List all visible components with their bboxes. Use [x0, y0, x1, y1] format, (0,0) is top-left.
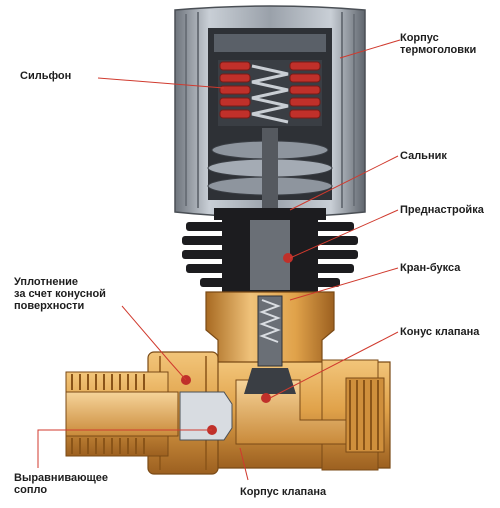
valve-body	[65, 291, 391, 475]
label-kran-buksa: Кран-букса	[400, 262, 461, 274]
label-prednastroyka: Преднастройка	[400, 204, 484, 216]
leader-konus-klapana	[269, 331, 399, 399]
label-vyravnivayushchee-soplo: Выравнивающее сопло	[14, 472, 108, 496]
leader-korpus-klapana	[239, 447, 249, 481]
label-uplotnenie: Уплотнение за счет конусной поверхности	[14, 276, 106, 312]
thermo-head	[174, 5, 366, 218]
bellows	[218, 60, 322, 126]
label-konus-klapana: Конус клапана	[400, 326, 480, 338]
leader-salnik	[289, 155, 399, 211]
leader-prednastroyka	[289, 209, 399, 259]
label-salnik: Сальник	[400, 150, 447, 162]
leader-soplo	[37, 429, 212, 468]
cartridge	[250, 220, 293, 305]
leader-kran-buksa	[289, 267, 399, 301]
label-sylfon: Сильфон	[20, 70, 72, 82]
leader-sylfon	[97, 77, 225, 89]
leader-lines	[37, 39, 401, 481]
leader-korpus-termogolovki	[339, 39, 401, 59]
leader-uplotnenie	[121, 305, 187, 381]
label-korpus-klapana: Корпус клапана	[240, 486, 327, 498]
label-korpus-termogolovki: Корпус термоголовки	[400, 32, 477, 56]
